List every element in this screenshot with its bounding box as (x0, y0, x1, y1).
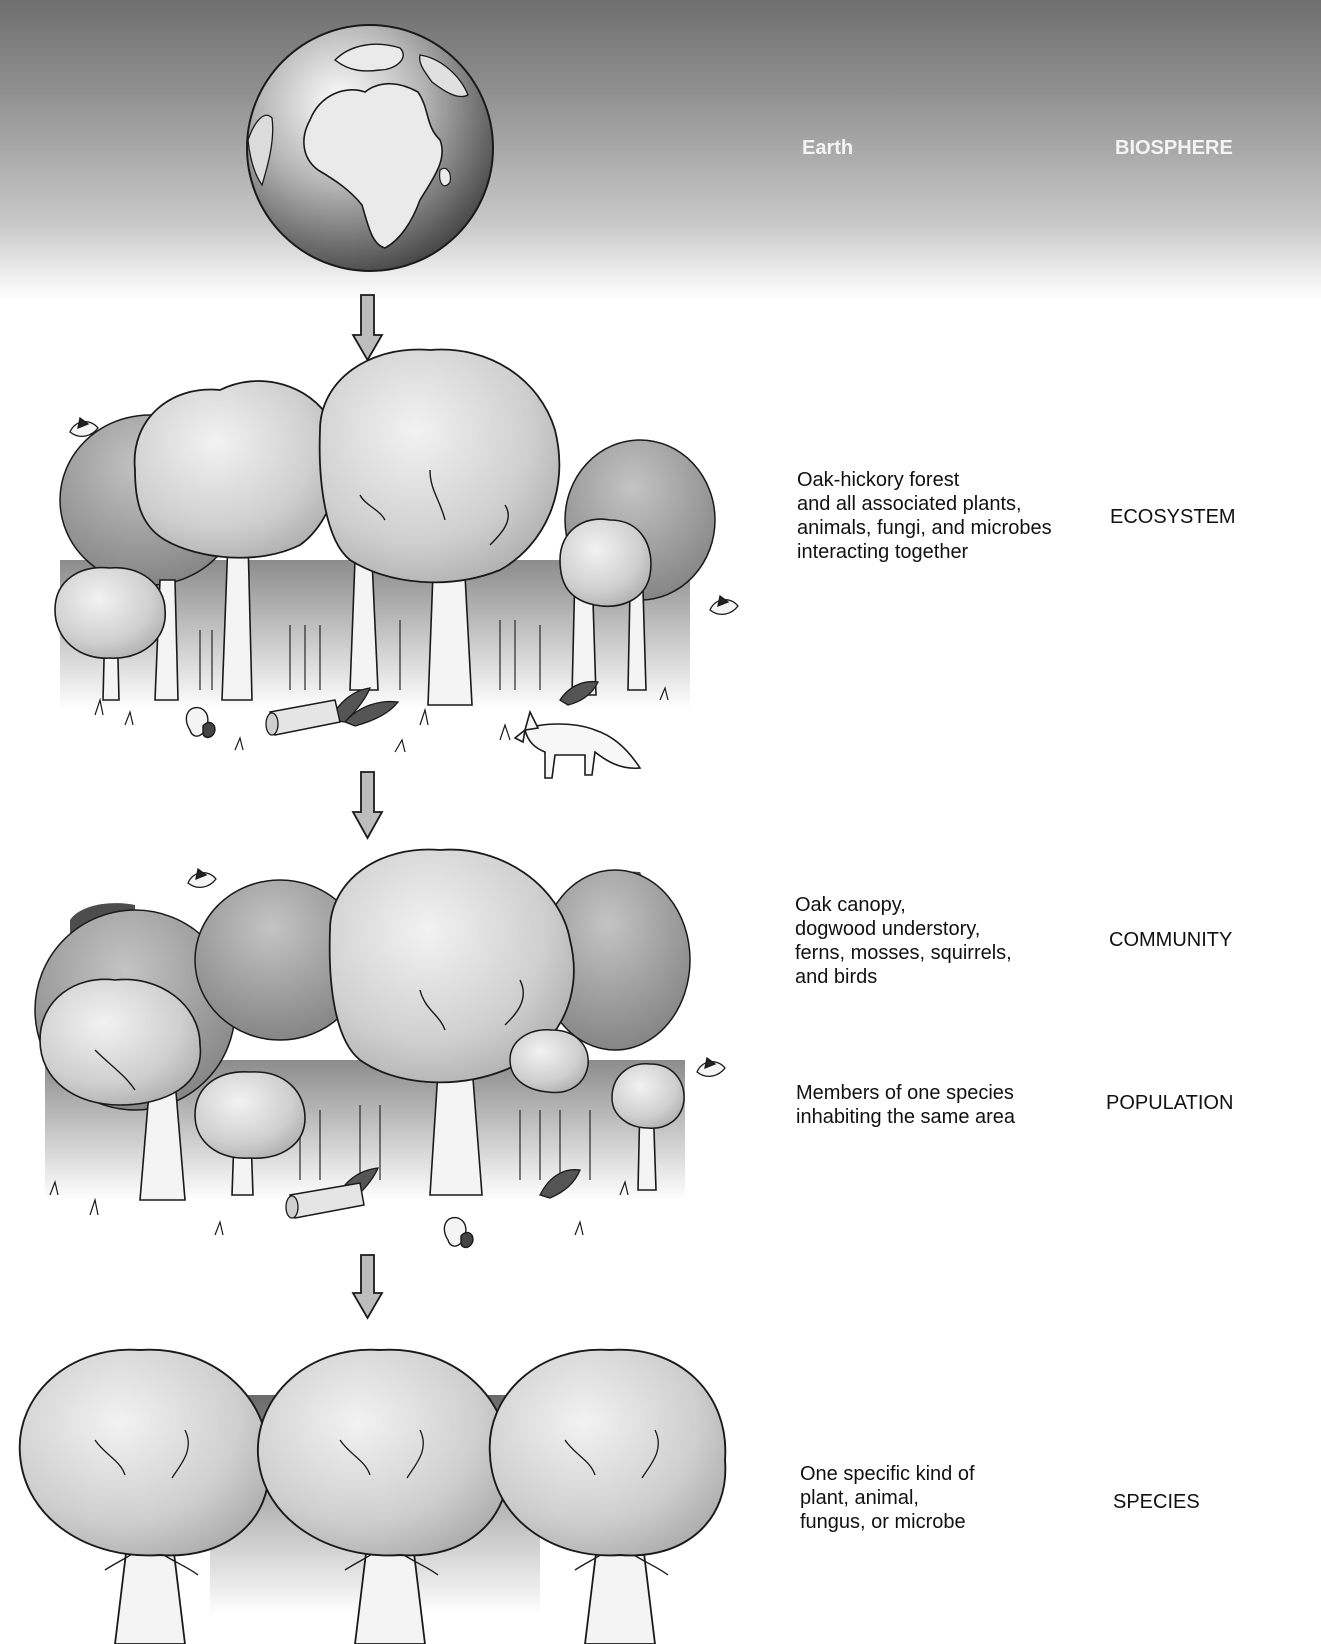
earth-globe-icon (247, 25, 493, 271)
oak-tree-icon (258, 1350, 508, 1556)
level-name-species: SPECIES (1113, 1490, 1200, 1514)
bird-icon (188, 869, 216, 887)
oak-tree-icon (490, 1350, 726, 1556)
squirrel-icon (444, 1218, 473, 1248)
species-oaks (20, 1350, 726, 1644)
level-description-ecosystem: Oak-hickory forest and all associated pl… (797, 468, 1052, 564)
squirrel-icon (186, 708, 215, 738)
community-forest (35, 850, 725, 1248)
down-arrow-icon (353, 772, 382, 838)
level-name-population: POPULATION (1106, 1091, 1233, 1115)
down-arrow-icon (353, 1255, 382, 1318)
level-description-biosphere: Earth (802, 136, 853, 160)
level-name-biosphere: BIOSPHERE (1115, 136, 1233, 160)
level-description-population: Members of one species inhabiting the sa… (796, 1081, 1015, 1129)
bird-icon (697, 1058, 725, 1076)
down-arrow-icon (353, 295, 382, 360)
bird-icon (710, 596, 738, 614)
fox-icon (515, 712, 640, 778)
level-description-community: Oak canopy, dogwood understory, ferns, m… (795, 893, 1012, 989)
level-name-ecosystem: ECOSYSTEM (1110, 505, 1236, 529)
level-name-community: COMMUNITY (1109, 928, 1232, 952)
oak-tree-icon (20, 1350, 269, 1556)
level-description-species: One specific kind of plant, animal, fung… (800, 1462, 975, 1534)
ecosystem-forest (55, 350, 738, 778)
